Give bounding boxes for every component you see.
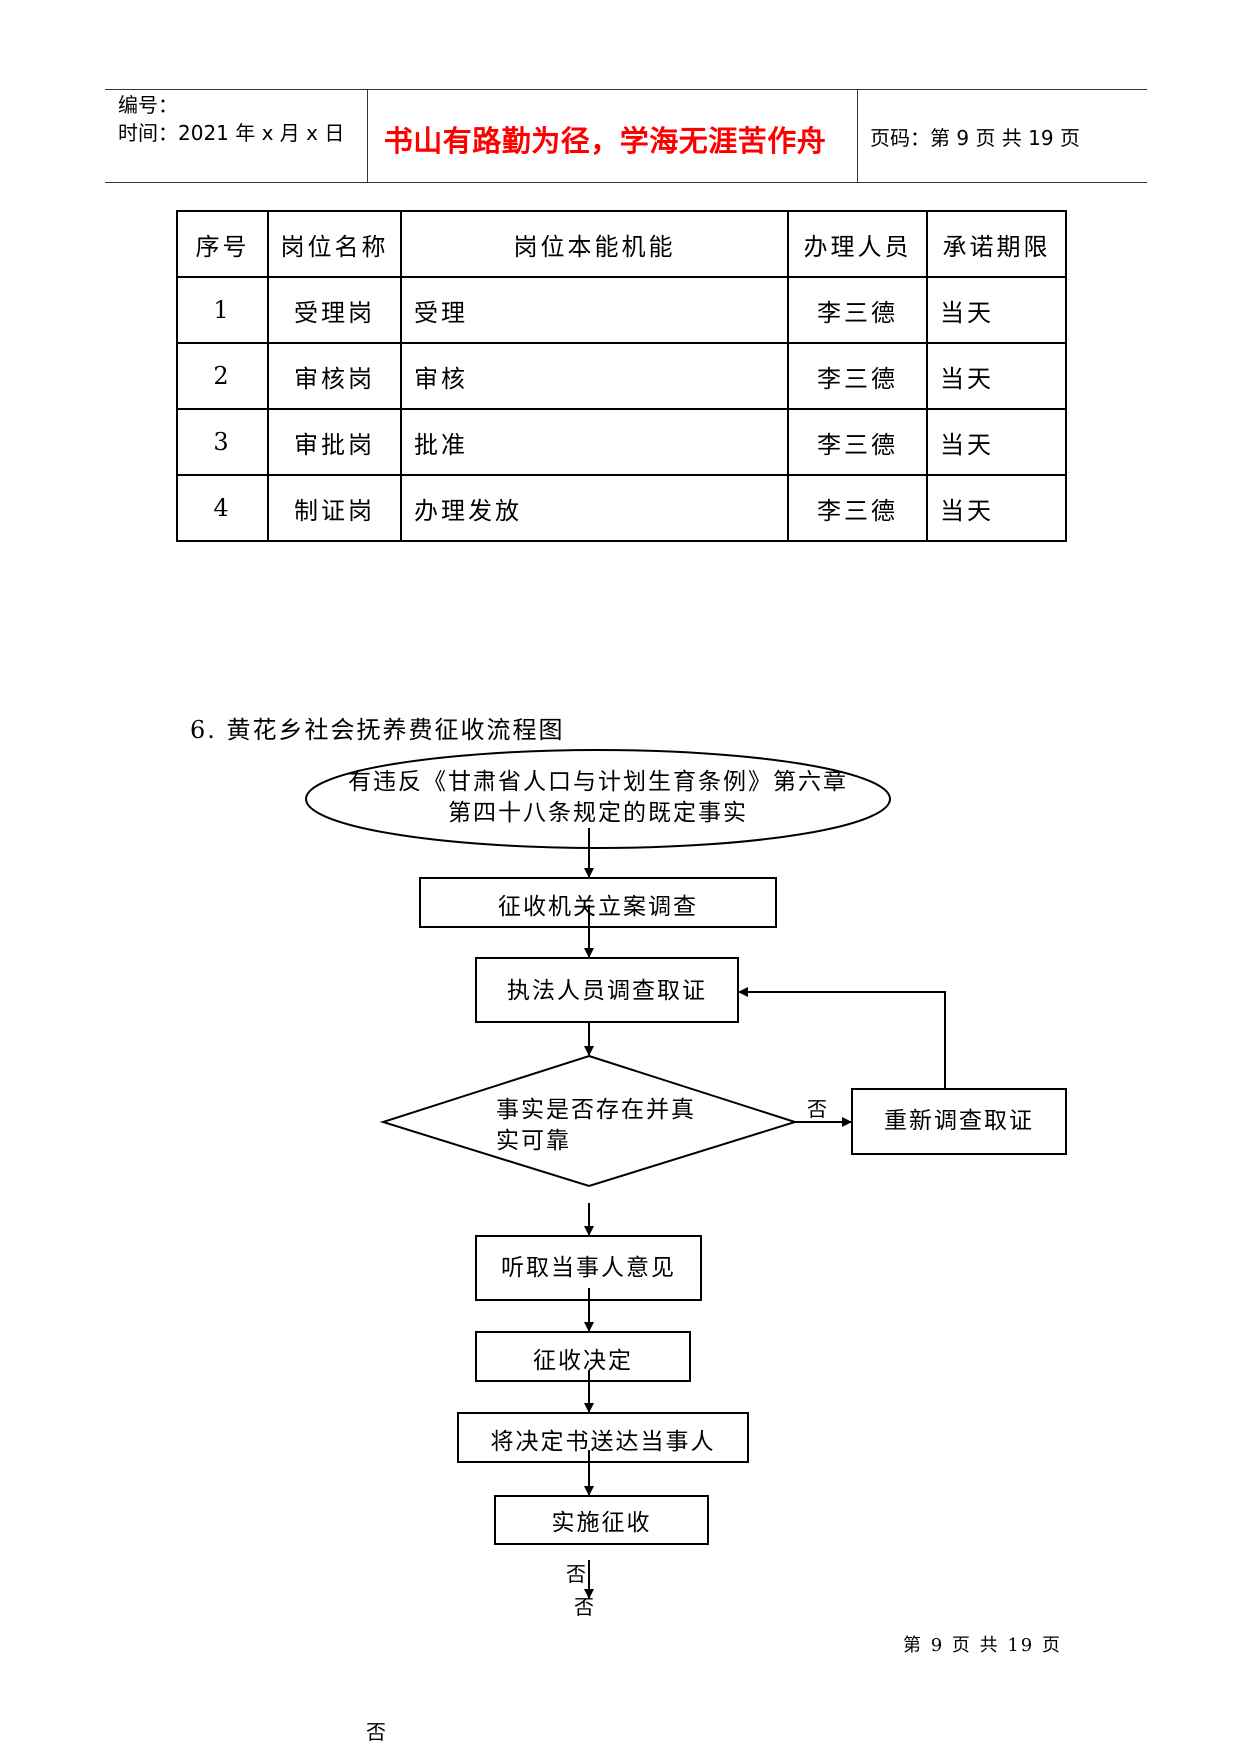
table-cell: 受理岗	[267, 276, 402, 344]
table-row: 1 受理岗 受理 李三德 当天	[176, 276, 1067, 344]
flowchart-title: 6. 黄花乡社会抚养费征收流程图	[190, 716, 565, 744]
table-cell: 4	[176, 474, 269, 542]
header-time: 时间：2021 年 x 月 x 日	[118, 121, 345, 145]
table-cell: 批准	[400, 408, 789, 476]
flow-decision-box	[475, 1331, 691, 1382]
header-page: 页码：第 9 页 共 19 页	[870, 126, 1080, 150]
column-header: 岗位名称	[267, 210, 402, 278]
flow-stray-no-1: 否	[566, 1562, 588, 1586]
table-row: 3 审批岗 批准 李三德 当天	[176, 408, 1067, 476]
flow-start-text-line1: 有违反《甘肃省人口与计划生育条例》第六章	[348, 769, 848, 795]
flow-start-ellipse	[305, 749, 891, 849]
column-header: 办理人员	[787, 210, 928, 278]
flow-reinvestigate-text: 重新调查取证	[884, 1108, 1034, 1134]
header-divider-right	[857, 90, 858, 182]
table-cell: 审核	[400, 342, 789, 410]
flow-arrow-reinvestigate-loop	[935, 991, 946, 1089]
flow-filing-box	[419, 877, 777, 928]
post-table: 序号 岗位名称 岗位本能机能 办理人员 承诺期限 1 受理岗 受理 李三德 当天…	[176, 210, 1067, 542]
table-cell: 当天	[926, 342, 1067, 410]
header-top-rule	[105, 89, 1147, 90]
footer-page-number: 第 9 页 共 19 页	[903, 1635, 1062, 1656]
header-motto: 书山有路勤为径，学海无涯苦作舟	[383, 124, 827, 158]
flow-collect-box	[494, 1495, 709, 1545]
flow-stray-no-2: 否	[574, 1595, 596, 1619]
table-cell: 当天	[926, 276, 1067, 344]
flow-deliver-text: 将决定书送达当事人	[490, 1429, 716, 1455]
flow-deliver-box	[457, 1412, 749, 1463]
table-cell: 审批岗	[267, 408, 402, 476]
header-divider-left	[367, 90, 368, 182]
flow-no-label: 否	[807, 1097, 829, 1121]
table-cell: 当天	[926, 408, 1067, 476]
table-header-row: 序号 岗位名称 岗位本能机能 办理人员 承诺期限	[176, 210, 1067, 278]
table-cell: 3	[176, 408, 269, 476]
flow-hearing-text: 听取当事人意见	[501, 1255, 676, 1281]
table-cell: 受理	[400, 276, 789, 344]
table-cell: 制证岗	[267, 474, 402, 542]
flow-decision-diamond	[379, 1054, 799, 1188]
column-header: 岗位本能机能	[400, 210, 789, 278]
flow-decision-text-line1: 事实是否存在并真	[496, 1097, 696, 1123]
flow-filing-text: 征收机关立案调查	[498, 894, 698, 920]
header-bottom-rule	[105, 182, 1147, 183]
table-cell: 1	[176, 276, 269, 344]
flow-decision-box-text: 征收决定	[533, 1348, 633, 1374]
column-header: 序号	[176, 210, 269, 278]
table-cell: 办理发放	[400, 474, 789, 542]
table-row: 4 制证岗 办理发放 李三德 当天	[176, 474, 1067, 542]
column-header: 承诺期限	[926, 210, 1067, 278]
flow-collect-text: 实施征收	[551, 1510, 652, 1536]
table-cell: 李三德	[787, 276, 928, 344]
table-cell: 李三德	[787, 342, 928, 410]
table-cell: 当天	[926, 474, 1067, 542]
table-cell: 2	[176, 342, 269, 410]
flow-reinvestigate-box	[851, 1088, 1067, 1155]
flow-evidence-text: 执法人员调查取证	[507, 978, 707, 1004]
flow-decision-text-line2: 实可靠	[496, 1128, 571, 1154]
flow-start-text-line2: 第四十八条规定的既定事实	[448, 800, 748, 826]
table-cell: 审核岗	[267, 342, 402, 410]
table-row: 2 审核岗 审核 李三德 当天	[176, 342, 1067, 410]
table-cell: 李三德	[787, 474, 928, 542]
header-number: 编号：	[118, 93, 178, 117]
table-cell: 李三德	[787, 408, 928, 476]
flow-stray-no-3: 否	[366, 1720, 388, 1744]
